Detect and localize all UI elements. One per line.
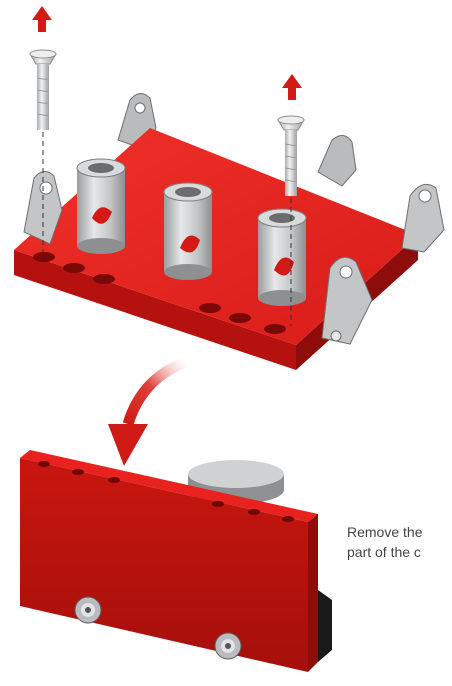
bracket-front-right bbox=[321, 256, 373, 345]
block-screw-right bbox=[214, 632, 242, 660]
caption-line-1: Remove the bbox=[347, 524, 423, 540]
bottom-block-assembly bbox=[20, 450, 332, 672]
spacer-left bbox=[76, 158, 126, 254]
caption: Remove the part of the c bbox=[347, 522, 452, 562]
plate-front-face bbox=[14, 250, 296, 370]
up-arrow-icon bbox=[32, 6, 52, 32]
block-side-face bbox=[308, 514, 318, 672]
top-plate-assembly bbox=[14, 6, 445, 370]
spacer-right bbox=[257, 208, 307, 306]
block-holes bbox=[38, 461, 294, 522]
screw-right bbox=[277, 115, 305, 196]
plate-holes bbox=[33, 252, 286, 334]
alignment-lines bbox=[42, 132, 292, 326]
caption-line-2: part of the c bbox=[347, 544, 421, 560]
curved-arrow-icon bbox=[108, 356, 189, 466]
black-component bbox=[318, 590, 332, 662]
bracket-back-right bbox=[317, 135, 357, 187]
bracket-side-right bbox=[401, 183, 445, 253]
spacer-center bbox=[163, 182, 213, 280]
screw-left bbox=[29, 49, 57, 130]
block-top-face bbox=[20, 450, 318, 522]
block-screw-left bbox=[74, 596, 102, 624]
up-arrow-icon bbox=[282, 74, 302, 100]
